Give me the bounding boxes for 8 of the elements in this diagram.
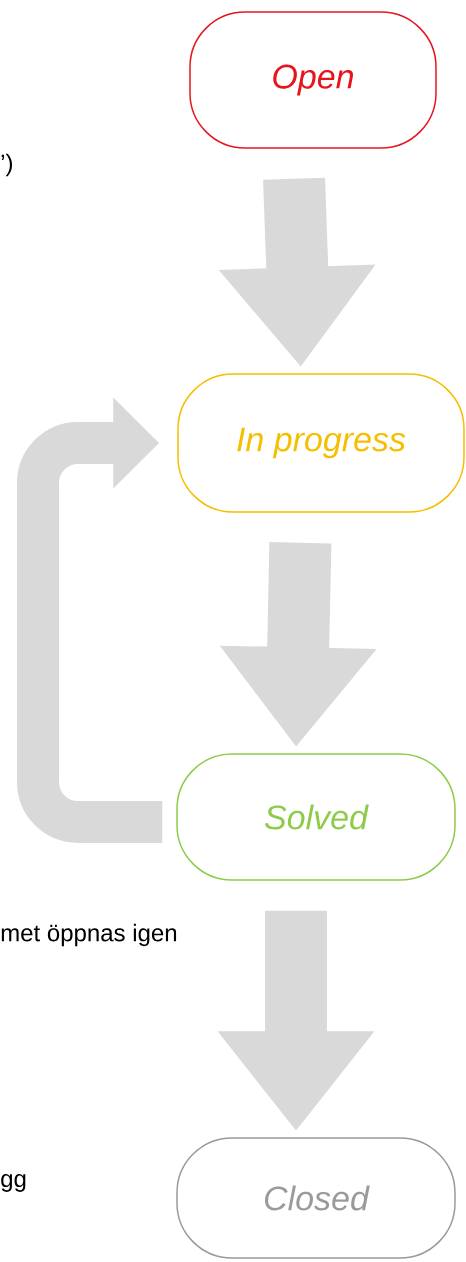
state-box: Solved	[176, 753, 456, 881]
state-box: Closed	[176, 1137, 456, 1259]
note-text: gg	[1, 1174, 26, 1192]
loop-arrow	[17, 397, 163, 843]
note-text: met öppnas igen	[1, 923, 177, 947]
state-box: Open	[189, 11, 437, 149]
state-box: In progress	[177, 373, 465, 513]
note-text: ’)	[1, 153, 13, 177]
